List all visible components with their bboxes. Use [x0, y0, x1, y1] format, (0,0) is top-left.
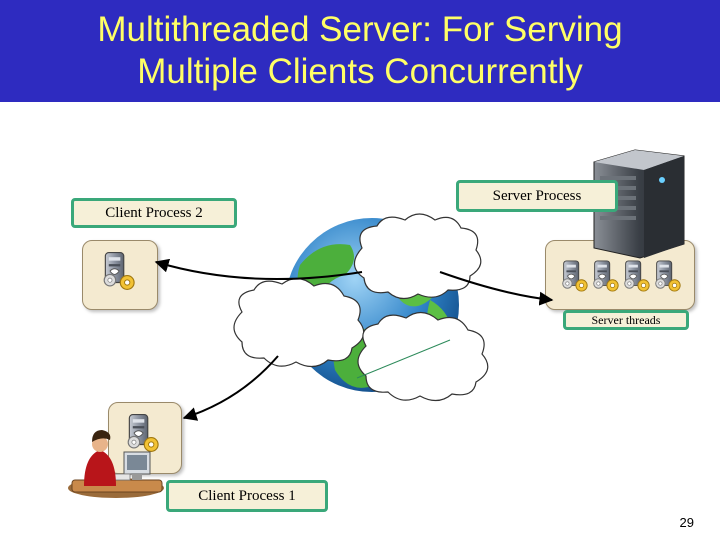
process-gear-icon-client1 — [127, 414, 159, 452]
person-at-computer-icon — [68, 430, 164, 498]
page-number: 29 — [679, 515, 694, 530]
client2-panel — [82, 240, 158, 310]
arrow-to-server — [439, 271, 554, 306]
server-tower-icon — [593, 149, 685, 259]
client-process-2-label: Client Process 2 — [71, 198, 237, 228]
server-threads-label: Server threads — [563, 310, 689, 330]
title-bar: Multithreaded Server: For Serving Multip… — [0, 0, 720, 102]
process-gear-icon-thread1 — [562, 260, 588, 292]
connection-lines — [154, 258, 554, 421]
process-gear-icon-client2 — [103, 252, 135, 290]
arrow-to-client2 — [154, 258, 363, 281]
arrow-to-client1 — [182, 355, 279, 421]
title-line-2: Multiple Clients Concurrently — [137, 52, 583, 91]
title-line-1: Multithreaded Server: For Serving — [97, 10, 623, 49]
cloud-icon — [233, 213, 489, 402]
client-process-1-label: Client Process 1 — [166, 480, 328, 512]
process-gear-icon-thread3 — [624, 260, 650, 292]
process-gear-icon-thread4 — [655, 260, 681, 292]
server-process-label: Server Process — [456, 180, 618, 212]
process-gear-icon-thread2 — [593, 260, 619, 292]
